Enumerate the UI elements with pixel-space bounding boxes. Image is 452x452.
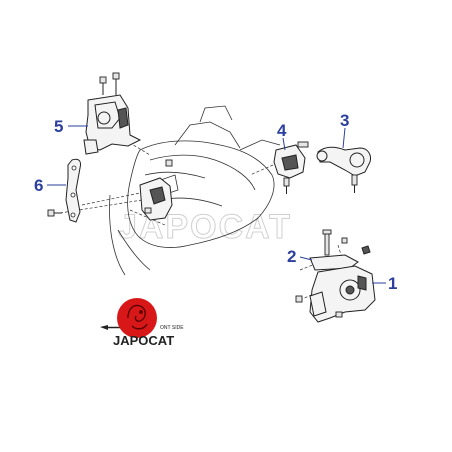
front-arrow-icon (100, 325, 108, 330)
watermark-text: JAPOCAT (118, 208, 292, 246)
part-5-mount-bracket (83, 72, 142, 155)
logo-text: JAPOCAT (113, 333, 174, 348)
logo-badge (117, 298, 157, 338)
part-1-mount (295, 265, 376, 323)
callout-5-label: 5 (54, 117, 63, 136)
engine-outline (109, 105, 281, 276)
callout-2-leader (299, 256, 313, 261)
callout-6-label: 6 (34, 176, 43, 195)
callout-2-label: 2 (287, 247, 296, 266)
callout-4-leader (282, 137, 286, 151)
callout-3-label: 3 (340, 111, 349, 130)
callout-3-leader (342, 127, 346, 149)
dragon-emblem-icon (127, 304, 148, 330)
front-side-label: ONT SIDE (160, 325, 184, 331)
engine-side-bracket (139, 159, 173, 221)
part-6-bracket (47, 158, 81, 223)
callouts: 5 6 4 3 2 1 (34, 111, 397, 293)
japocat-logo: JAPOCAT (113, 298, 174, 348)
callout-4-label: 4 (277, 121, 287, 140)
part-2-bracket (309, 229, 371, 271)
callout-1-label: 1 (388, 274, 397, 293)
part-4-mount (273, 141, 309, 194)
part-3-torque-rod (316, 146, 371, 193)
